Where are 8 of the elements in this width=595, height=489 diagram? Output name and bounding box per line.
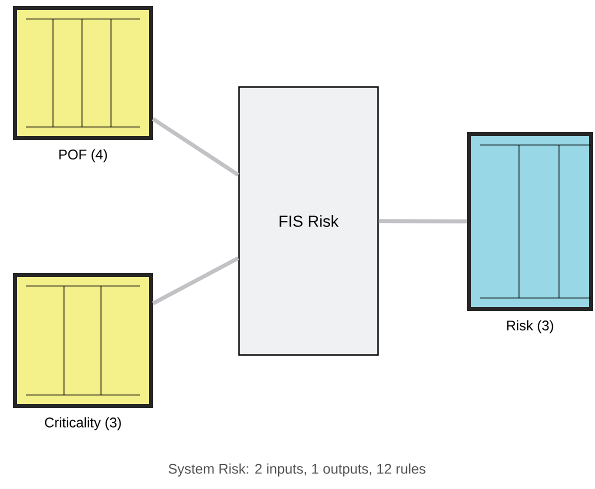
node-label: POF (4) bbox=[59, 149, 107, 162]
node-label: Risk (3) bbox=[507, 320, 554, 334]
fis-box: FIS Risk bbox=[238, 86, 379, 356]
caption: System Risk: 2 inputs, 1 outputs, 12 rules bbox=[168, 464, 426, 476]
connector-line bbox=[152, 256, 240, 306]
connector-line bbox=[152, 117, 240, 177]
node-label: Criticality (3) bbox=[44, 417, 121, 430]
connector-line bbox=[378, 219, 468, 224]
